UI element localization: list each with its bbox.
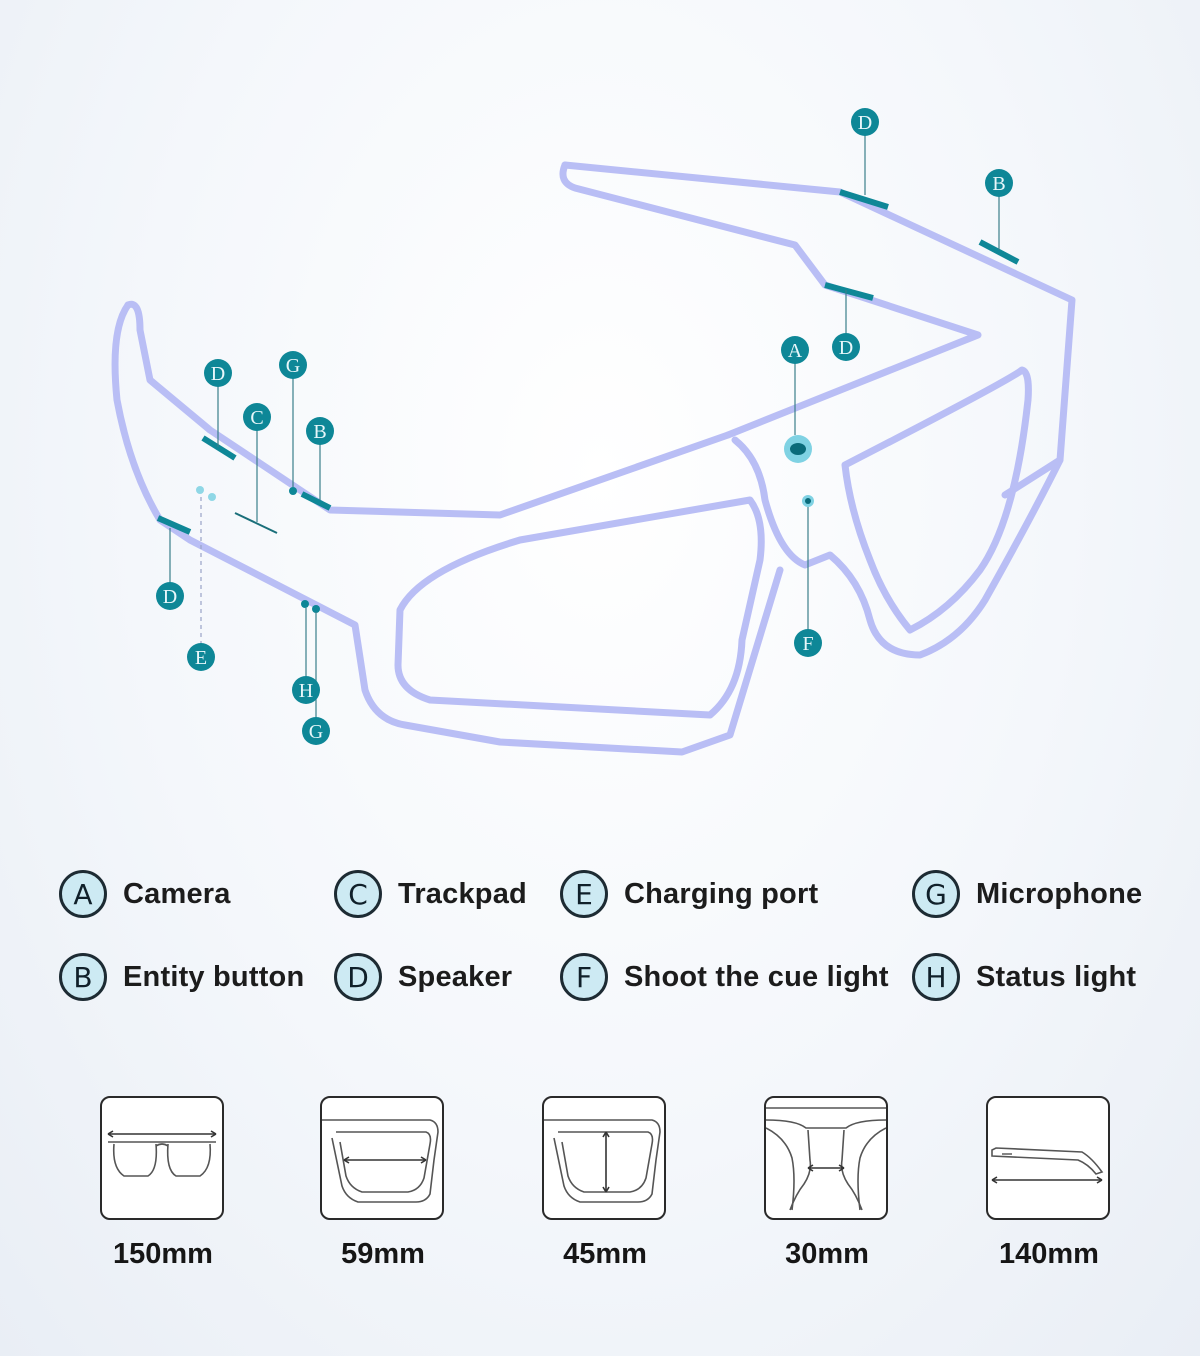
legend-badge: A xyxy=(59,870,107,918)
dimension-lens-width: 59mm xyxy=(320,1096,446,1270)
callout-letter: D xyxy=(163,586,177,608)
callout-letter: F xyxy=(802,633,813,655)
callout-letter: D xyxy=(839,337,853,359)
legend-label: Trackpad xyxy=(398,877,527,910)
speaker-left-bottom-segment xyxy=(156,515,192,535)
dimension-value: 140mm xyxy=(999,1238,1099,1270)
callout-cue-light: F xyxy=(794,629,822,657)
bridge-width-icon xyxy=(764,1096,888,1220)
callout-letter: C xyxy=(250,407,263,429)
callout-letter: B xyxy=(313,421,326,443)
callout-letter: H xyxy=(299,680,313,702)
speaker-right-bottom-segment xyxy=(824,282,874,301)
entity-button-left-segment xyxy=(300,491,332,511)
frame-width-icon xyxy=(100,1096,224,1220)
left-temple-arm xyxy=(111,301,784,756)
callout-microphone-top: G xyxy=(279,351,307,379)
legend-badge: F xyxy=(560,953,608,1001)
callout-status-light: H xyxy=(292,676,320,704)
left-temple-arm-inner xyxy=(124,300,732,519)
callout-entity-button-right: B xyxy=(985,169,1013,197)
camera-lens-core xyxy=(790,443,806,455)
status-light-dot xyxy=(301,600,309,608)
legend-item-camera: A Camera xyxy=(59,867,231,921)
dimension-value: 45mm xyxy=(563,1238,647,1270)
legend-badge: G xyxy=(912,870,960,918)
callout-letter: D xyxy=(858,112,872,134)
cue-light-core xyxy=(805,498,811,504)
legend-badge: C xyxy=(334,870,382,918)
legend-item-charging-port: E Charging port xyxy=(560,867,818,921)
right-lens xyxy=(841,366,1032,634)
speaker-right-top-segment xyxy=(839,189,889,210)
legend-badge: E xyxy=(560,870,608,918)
legend-label: Entity button xyxy=(123,960,305,993)
legend-label: Microphone xyxy=(976,877,1143,910)
charging-dot-2 xyxy=(208,493,216,501)
legend-item-speaker: D Speaker xyxy=(334,950,512,1004)
legend-badge: H xyxy=(912,953,960,1001)
callout-camera: A xyxy=(781,336,809,364)
legend-label: Shoot the cue light xyxy=(624,960,889,993)
trackpad-line xyxy=(234,512,278,534)
lens-height-icon xyxy=(542,1096,666,1220)
callout-charging-port: E xyxy=(187,643,215,671)
legend-item-cue-light: F Shoot the cue light xyxy=(560,950,889,1004)
dimension-value: 150mm xyxy=(113,1238,213,1270)
legend-label: Camera xyxy=(123,877,231,910)
dimension-frame-width: 150mm xyxy=(100,1096,226,1270)
lens-width-icon xyxy=(320,1096,444,1220)
legend-badge: B xyxy=(59,953,107,1001)
microphone-top-dot xyxy=(289,487,297,495)
smart-glasses-diagram: D B D A F D C G B D E H xyxy=(111,108,1076,756)
callout-entity-button-left: B xyxy=(306,417,334,445)
dimension-temple-length: 140mm xyxy=(986,1096,1112,1270)
callout-letter: G xyxy=(286,355,300,377)
legend-item-trackpad: C Trackpad xyxy=(334,867,527,921)
callout-letter: G xyxy=(309,721,323,743)
speaker-left-top-segment xyxy=(201,435,237,461)
callout-speaker-left-top: D xyxy=(204,359,232,387)
legend-label: Status light xyxy=(976,960,1137,993)
legend-badge: D xyxy=(334,953,382,1001)
left-lens xyxy=(394,496,765,719)
callout-speaker-right-top: D xyxy=(851,108,879,136)
legend-item-status-light: H Status light xyxy=(912,950,1136,1004)
microphone-bottom-dot xyxy=(312,605,320,613)
callout-speaker-left-bottom: D xyxy=(156,582,184,610)
callout-letter: B xyxy=(992,173,1005,195)
charging-dot-1 xyxy=(196,486,204,494)
callout-letter: A xyxy=(788,340,803,362)
callout-letter: D xyxy=(211,363,225,385)
legend-label: Speaker xyxy=(398,960,513,993)
right-temple-arm-top xyxy=(561,161,1076,499)
right-temple-arm xyxy=(559,161,982,439)
legend-item-entity-button: B Entity button xyxy=(59,950,304,1004)
dimension-value: 59mm xyxy=(341,1238,425,1270)
dimension-value: 30mm xyxy=(785,1238,869,1270)
callout-letter: E xyxy=(195,647,207,669)
legend-item-microphone: G Microphone xyxy=(912,867,1142,921)
callout-speaker-right-bottom: D xyxy=(832,333,860,361)
legend-label: Charging port xyxy=(624,877,819,910)
right-frame-outer xyxy=(731,436,1064,659)
callout-microphone-bottom: G xyxy=(302,717,330,745)
temple-length-icon xyxy=(986,1096,1110,1220)
callout-trackpad: C xyxy=(243,403,271,431)
dimension-bridge-width: 30mm xyxy=(764,1096,890,1270)
entity-button-right-segment xyxy=(978,239,1020,265)
dimension-lens-height: 45mm xyxy=(542,1096,668,1270)
